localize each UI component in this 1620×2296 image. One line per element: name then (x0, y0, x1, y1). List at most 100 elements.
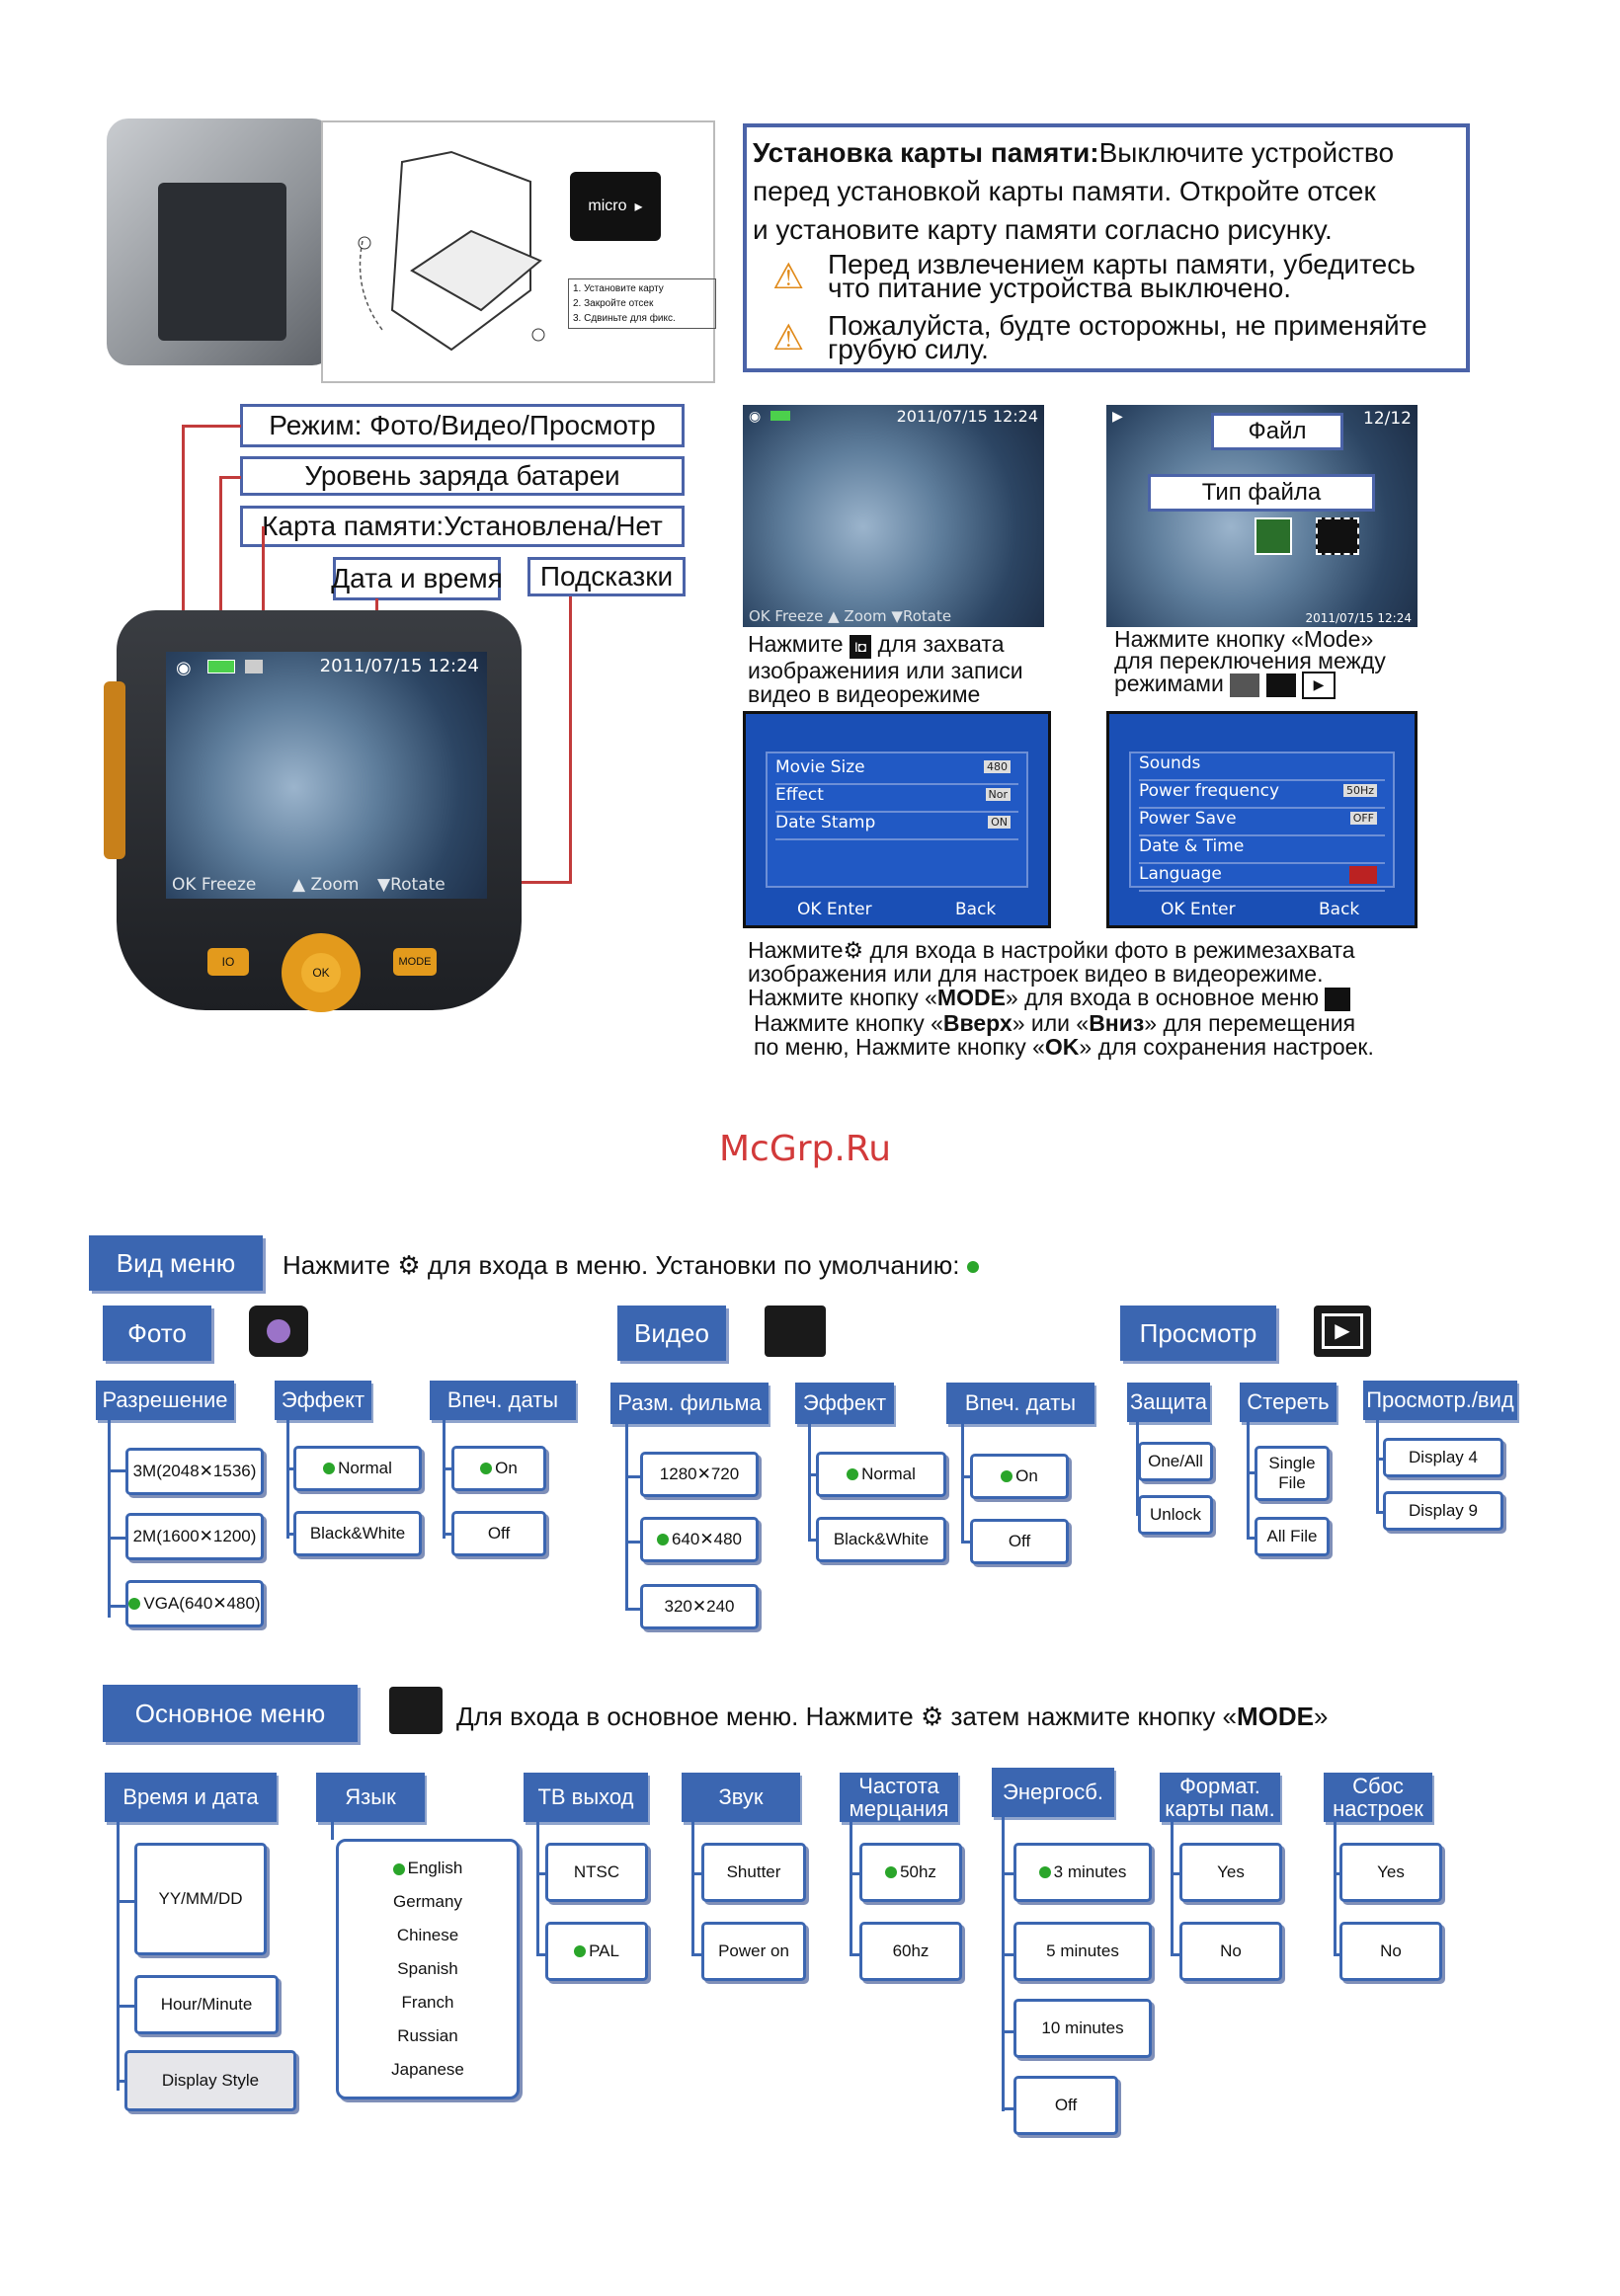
lang-japanese[interactable]: Japanese (391, 2060, 464, 2080)
option-size-320[interactable]: 320✕240 (640, 1584, 759, 1629)
screen-hints: OK Freeze ▲ Zoom ▼Rotate (749, 607, 952, 625)
option-video-date-on[interactable]: On (970, 1454, 1069, 1499)
install-steps: 1. Установите карту 2. Закройте отсек 3.… (568, 278, 716, 329)
option-hourminute[interactable]: Hour/Minute (134, 1975, 279, 2034)
lang-spanish[interactable]: Spanish (397, 1959, 458, 1979)
option-pal[interactable]: PAL (545, 1922, 648, 1981)
option-protect-oneall[interactable]: One/All (1138, 1442, 1213, 1481)
option-format-yes[interactable]: Yes (1179, 1843, 1282, 1902)
video-camera-icon (765, 1306, 826, 1357)
option-photo-date-on[interactable]: On (451, 1446, 546, 1491)
callout-mode: Режим: Фото/Видео/Просмотр (240, 404, 685, 447)
gear-icon: ⚙ (913, 1702, 951, 1731)
warning-icon: ⚠ (772, 256, 805, 296)
capture-caption: Нажмите I◘ для захвата изображениия или … (748, 631, 1023, 707)
battery-icon (207, 660, 235, 673)
option-5-minutes[interactable]: 5 minutes (1013, 1922, 1152, 1981)
menu-row: Date & Time (1139, 836, 1385, 864)
option-50hz[interactable]: 50hz (859, 1843, 962, 1902)
option-format-no[interactable]: No (1179, 1922, 1282, 1981)
option-3-minutes[interactable]: 3 minutes (1013, 1843, 1152, 1902)
lang-franch[interactable]: Franch (401, 1993, 454, 2013)
default-dot (966, 1261, 979, 1274)
file-count: 12/12 (1363, 409, 1412, 429)
playback-icon: ▶ (1314, 1306, 1371, 1357)
option-photo-bw[interactable]: Black&White (293, 1511, 422, 1556)
cat-photo-date: Впеч. даты (430, 1381, 576, 1420)
option-60hz[interactable]: 60hz (859, 1922, 962, 1981)
callout-line (262, 526, 265, 653)
option-size-1280[interactable]: 1280✕720 (640, 1452, 759, 1497)
card-slot-photo (158, 183, 286, 341)
battery-icon (770, 411, 790, 421)
option-res-2m[interactable]: 2M(1600✕1200) (125, 1513, 264, 1560)
menu-back: Back (955, 900, 997, 919)
install-title: Установка карты памяти: (753, 137, 1099, 168)
tools-icon (1325, 987, 1351, 1011)
tab-photo: Фото (103, 1306, 211, 1361)
option-video-normal[interactable]: Normal (816, 1452, 946, 1497)
mode-button[interactable]: MODE (393, 948, 437, 976)
option-erase-single[interactable]: Single File (1255, 1446, 1330, 1501)
lang-english[interactable]: English (392, 1859, 462, 1878)
callout-card: Карта памяти:Установлена/Нет (240, 506, 685, 547)
option-res-3m[interactable]: 3M(2048✕1536) (125, 1448, 264, 1495)
camera-mode-icon: ◉ (176, 658, 192, 678)
mode-caption: Нажмите кнопку «Mode» для переключения м… (1114, 628, 1450, 699)
option-protect-unlock[interactable]: Unlock (1138, 1495, 1213, 1535)
hint-zoom: ▲ Zoom (292, 875, 360, 895)
option-power-on[interactable]: Power on (701, 1922, 806, 1981)
view-menu-title: Вид меню (89, 1235, 263, 1291)
view-menu-desc: Нажмите ⚙ для входа в меню. Установки по… (283, 1250, 982, 1281)
default-dot (657, 1534, 669, 1545)
file-screen-date: 2011/07/15 12:24 (1305, 611, 1412, 625)
menu-back: Back (1319, 900, 1360, 919)
cat-video-effect: Эффект (795, 1383, 894, 1424)
install-diagram: micro▸ 1. Установите карту 2. Закройте о… (321, 120, 716, 383)
option-display-style[interactable]: Display Style (124, 2050, 296, 2111)
lang-russian[interactable]: Russian (397, 2026, 458, 2046)
option-reset-no[interactable]: No (1339, 1922, 1442, 1981)
menu-row: Language (1139, 864, 1385, 892)
option-photo-normal[interactable]: Normal (293, 1446, 422, 1491)
hint-rotate: ▼Rotate (377, 875, 446, 895)
option-size-640[interactable]: 640✕480 (640, 1517, 759, 1562)
callout-datetime: Дата и время (331, 557, 503, 600)
option-yymmdd[interactable]: YY/MM/DD (134, 1843, 267, 1955)
option-erase-all[interactable]: All File (1255, 1517, 1330, 1556)
default-dot (574, 1945, 587, 1957)
option-shutter[interactable]: Shutter (701, 1843, 806, 1902)
option-photo-date-off[interactable]: Off (451, 1511, 546, 1556)
default-dot (1038, 1866, 1051, 1878)
lang-germany[interactable]: Germany (393, 1892, 462, 1912)
camera-mode-icon: ◉ (749, 409, 762, 425)
label-file-type: Тип файла (1148, 474, 1375, 512)
card-holder-drawing (358, 150, 545, 352)
default-dot (480, 1463, 493, 1474)
option-display-9[interactable]: Display 9 (1383, 1491, 1503, 1531)
option-res-vga[interactable]: VGA(640✕480) (125, 1580, 264, 1627)
option-power-off[interactable]: Off (1013, 2076, 1118, 2135)
io-button[interactable]: IO (207, 948, 249, 976)
lang-chinese[interactable]: Chinese (396, 1926, 459, 1945)
option-video-date-off[interactable]: Off (970, 1519, 1069, 1564)
language-list[interactable]: English Germany Chinese Spanish Franch R… (336, 1839, 520, 2099)
option-ntsc[interactable]: NTSC (545, 1843, 648, 1902)
install-box: Установка карты памяти:Выключите устройс… (743, 123, 1470, 372)
callout-battery: Уровень заряда батареи (240, 456, 685, 496)
default-dot (1001, 1470, 1013, 1482)
option-10-minutes[interactable]: 10 minutes (1013, 1999, 1152, 2058)
capture-screen: ◉ 2011/07/15 12:24 OK Freeze ▲ Zoom ▼Rot… (743, 405, 1044, 627)
device-grip (104, 681, 125, 859)
callout-line (182, 425, 185, 650)
ok-button[interactable]: OK (301, 953, 341, 992)
option-video-bw[interactable]: Black&White (816, 1517, 946, 1562)
menu-enter: OK Enter (797, 900, 872, 919)
option-display-4[interactable]: Display 4 (1383, 1438, 1503, 1477)
option-reset-yes[interactable]: Yes (1339, 1843, 1442, 1902)
cat-photo-effect: Эффект (275, 1381, 371, 1420)
